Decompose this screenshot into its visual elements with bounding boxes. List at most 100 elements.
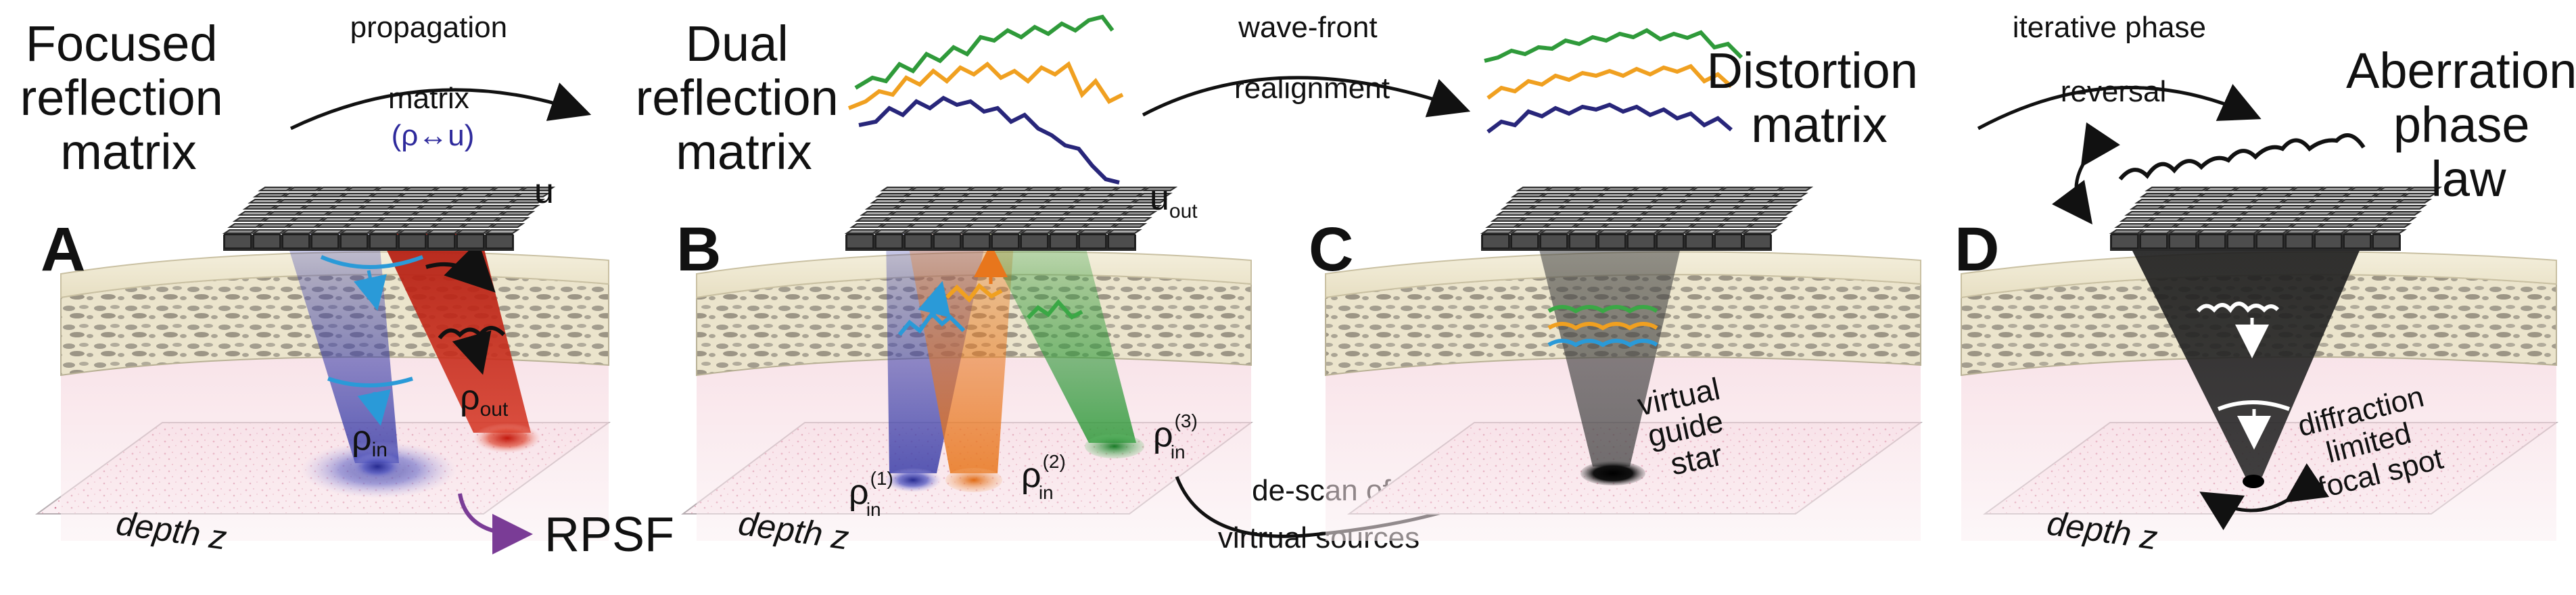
array-element xyxy=(2168,193,2205,197)
array-element xyxy=(880,187,916,191)
array-element xyxy=(2145,187,2181,191)
arrow-curve xyxy=(1142,76,1471,118)
array-front-element xyxy=(340,234,368,249)
array-element xyxy=(406,217,443,222)
array-element xyxy=(2290,187,2326,191)
array-element xyxy=(403,187,440,191)
array-front-element xyxy=(1743,234,1771,249)
array-element xyxy=(398,193,434,197)
signal-traces xyxy=(1484,28,1743,134)
array-element xyxy=(436,217,472,222)
array-element xyxy=(1762,205,1798,210)
array-element xyxy=(1485,223,1522,228)
array-element xyxy=(1772,193,1808,197)
array-element xyxy=(1058,217,1094,222)
array-element xyxy=(1545,187,1581,191)
array-element xyxy=(860,211,896,216)
phase-law-trace xyxy=(2118,133,2366,181)
array-element xyxy=(319,217,356,222)
array-element xyxy=(989,229,1026,234)
array-front-element xyxy=(369,234,397,249)
array-element xyxy=(1699,211,1735,216)
array-element xyxy=(2114,223,2151,228)
array-element xyxy=(2216,205,2253,210)
array-element xyxy=(431,223,467,228)
array-element xyxy=(1693,217,1730,222)
array-element xyxy=(2124,211,2161,216)
array-element xyxy=(369,193,405,197)
arrow-label: wave-front realignment xyxy=(1234,11,1390,105)
array-element xyxy=(1000,217,1036,222)
array-element xyxy=(2328,211,2364,216)
panel-letter: C xyxy=(1309,215,1353,284)
rho-in-label: ρin xyxy=(352,419,388,461)
array-element xyxy=(922,205,959,210)
array-element xyxy=(2377,187,2414,191)
grid-label: u xyxy=(534,172,554,211)
array-front-element xyxy=(1482,234,1509,249)
array-element xyxy=(1543,223,1580,228)
white-arc xyxy=(2217,400,2291,411)
array-element xyxy=(2299,211,2335,216)
array-element xyxy=(2153,211,2190,216)
array-element xyxy=(2139,193,2176,197)
array-element xyxy=(242,205,279,210)
array-front-element xyxy=(2285,234,2313,249)
panel-c: C Distortion matrix virtual guide star xyxy=(1309,28,1923,541)
array-element xyxy=(918,211,954,216)
array-element xyxy=(1136,193,1173,197)
array-element xyxy=(1029,217,1065,222)
array-front-element xyxy=(2314,234,2342,249)
array-element xyxy=(2259,223,2296,228)
array-element xyxy=(1683,229,1720,234)
array-element xyxy=(2138,229,2174,234)
array-front-element xyxy=(224,234,252,249)
array-element xyxy=(1651,199,1687,204)
array-element xyxy=(2391,205,2427,210)
array-element xyxy=(1712,229,1749,234)
array-element xyxy=(432,187,469,191)
array-element xyxy=(1670,211,1706,216)
array-element xyxy=(2177,217,2214,222)
array-element xyxy=(296,211,332,216)
array-element xyxy=(2318,223,2354,228)
array-element xyxy=(931,229,968,234)
array-element xyxy=(374,187,411,191)
array-element xyxy=(1631,223,1667,228)
blue-wavefront xyxy=(1547,339,1658,348)
array-element xyxy=(222,229,258,234)
realignment-arrow: wave-front realignment xyxy=(1142,11,1471,118)
array-element xyxy=(844,229,881,234)
array-element xyxy=(335,199,371,204)
array-front-element xyxy=(991,234,1019,249)
rho-3-label: ρ(3)in xyxy=(1153,410,1198,462)
array-element xyxy=(1767,199,1804,204)
array-front-element xyxy=(282,234,310,249)
array-element xyxy=(377,217,414,222)
array-front-element xyxy=(2256,234,2284,249)
arrow-curve xyxy=(289,82,592,130)
array-element xyxy=(1015,199,1052,204)
array-element xyxy=(1564,199,1600,204)
array-element xyxy=(1510,193,1547,197)
black-arrow xyxy=(452,330,492,375)
array-front-element xyxy=(1540,234,1568,249)
array-element xyxy=(2230,223,2267,228)
array-element xyxy=(344,223,380,228)
rpsf-label: RPSF xyxy=(544,508,674,562)
rpsf-arrow xyxy=(458,493,533,554)
array-element xyxy=(2381,217,2417,222)
array-element xyxy=(1738,199,1775,204)
array-element xyxy=(1048,229,1084,234)
array-element xyxy=(904,193,940,197)
array-element xyxy=(1685,193,1721,197)
array-element xyxy=(1063,211,1100,216)
array-element xyxy=(1656,193,1692,197)
array-element xyxy=(2347,223,2383,228)
array-element xyxy=(2280,199,2316,204)
array-element xyxy=(1519,217,1555,222)
rho-2-label: ρ(2)in xyxy=(1021,451,1066,503)
array-element xyxy=(1073,199,1110,204)
array-element xyxy=(1480,229,1516,234)
array-element xyxy=(309,229,346,234)
